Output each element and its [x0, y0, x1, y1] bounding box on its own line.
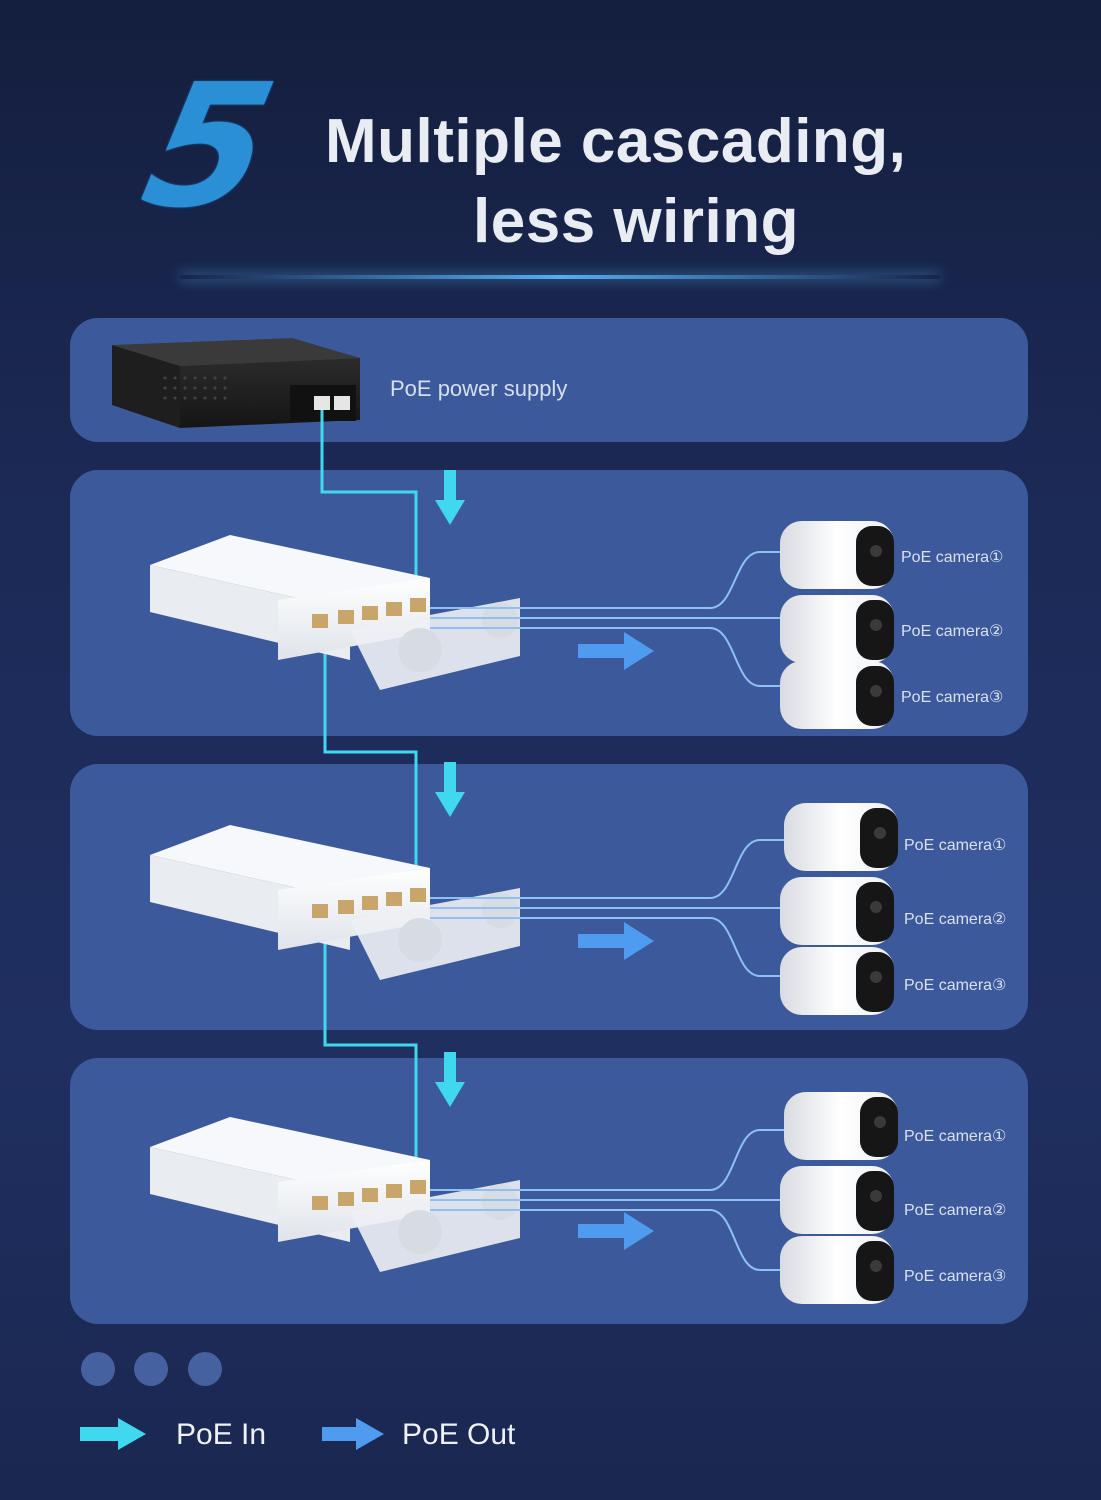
legend-poe-out-label: PoE Out	[402, 1418, 516, 1451]
camera-label: PoE camera①	[904, 837, 1007, 854]
camera-label: PoE camera③	[904, 977, 1007, 994]
poe-switch-3	[150, 1117, 520, 1272]
poe-switch-1	[150, 535, 520, 690]
camera-label: PoE camera①	[901, 549, 1004, 566]
right-arrow-icons	[578, 632, 654, 1250]
title-line-1: Multiple cascading,	[325, 107, 907, 176]
camera-label: PoE camera①	[904, 1128, 1007, 1145]
camera-label: PoE camera③	[904, 1268, 1007, 1285]
poe-out-wires	[430, 551, 790, 1271]
decorative-dot	[188, 1352, 222, 1386]
title-line-2: less wiring	[473, 187, 799, 256]
poe-in-cascade-line	[320, 410, 418, 1175]
legend-poe-in-arrow-icon	[80, 1418, 146, 1450]
down-arrow-icons	[435, 470, 465, 1107]
poe-power-supply-device	[112, 338, 360, 428]
camera-icons	[780, 521, 898, 1304]
camera-label: PoE camera③	[901, 689, 1004, 706]
decorative-dot	[134, 1352, 168, 1386]
camera-label: PoE camera②	[904, 1202, 1007, 1219]
legend-poe-in-label: PoE In	[176, 1418, 267, 1451]
camera-label: PoE camera②	[904, 911, 1007, 928]
power-supply-label: PoE power supply	[390, 376, 568, 401]
legend-poe-out-arrow-icon	[322, 1418, 384, 1450]
camera-label: PoE camera②	[901, 623, 1004, 640]
poe-switch-2	[150, 825, 520, 980]
title-divider	[180, 275, 940, 279]
decorative-dot	[81, 1352, 115, 1386]
